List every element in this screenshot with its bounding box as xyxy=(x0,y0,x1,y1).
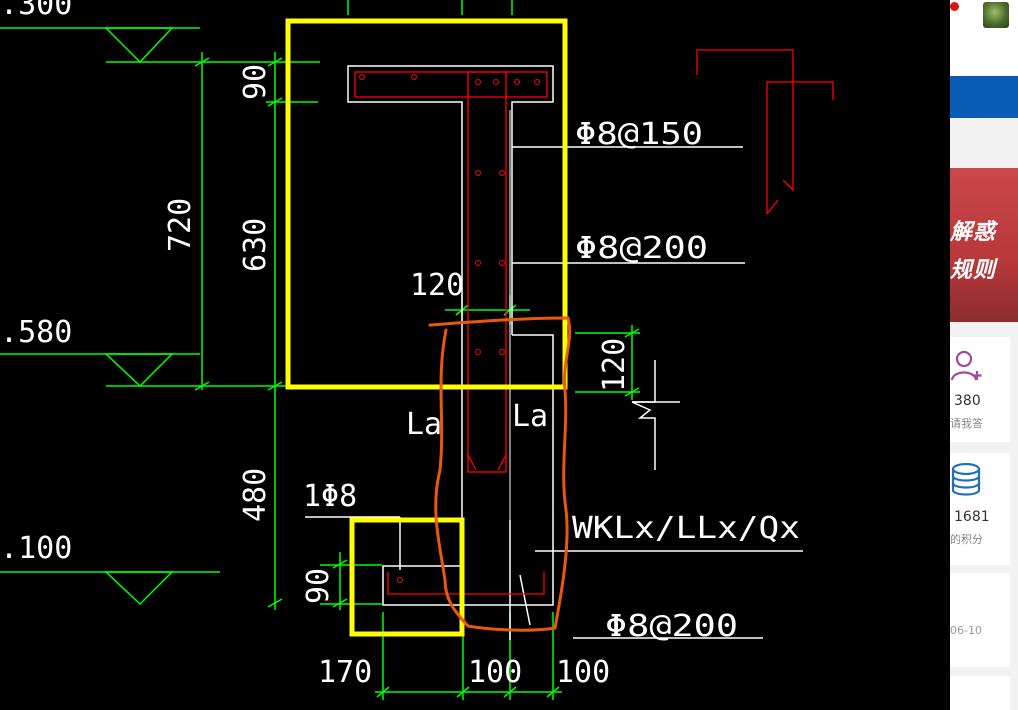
followers-label: 请我答 xyxy=(950,417,983,430)
anchor-left-label: La xyxy=(406,407,442,442)
section-outline xyxy=(305,65,803,640)
rebar-mid-label: Φ8@200 xyxy=(575,231,708,266)
elevation-top: 6.300 xyxy=(0,0,72,22)
banner-line-2: 规则 xyxy=(950,258,997,283)
anchor-right-label: La xyxy=(512,399,548,434)
followers-count: 380 xyxy=(954,393,981,409)
dim-lower-height: 480 xyxy=(238,468,273,522)
user-avatar[interactable] xyxy=(983,2,1009,28)
right-sidebar: 解惑 规则 380 请我答 1681 的积分 06-10 xyxy=(950,0,1018,710)
rebar-dots xyxy=(359,74,540,583)
dim-right-slab: 120 xyxy=(597,338,632,392)
dim-total-height: 720 xyxy=(163,198,198,252)
promo-banner[interactable]: 解惑 规则 xyxy=(950,168,1018,322)
beam-tag-label: WKLx/LLx/Qx xyxy=(572,511,800,546)
points-label: 的积分 xyxy=(950,533,983,546)
single-bar-label: 1Φ8 xyxy=(303,479,357,514)
markup-outline xyxy=(428,316,572,632)
dim-web-width: 120 xyxy=(410,268,464,303)
rebar xyxy=(354,49,834,595)
coin-stack-icon xyxy=(951,463,981,496)
sidebar-top xyxy=(950,0,1018,76)
rebar-top-label: Φ8@150 xyxy=(575,117,703,152)
dim-bottom-slab: 90 xyxy=(301,568,336,604)
points-count: 1681 xyxy=(954,509,990,525)
dim-bottom-right: 100 xyxy=(556,655,610,690)
dimension-lines xyxy=(0,0,640,700)
followers-card[interactable]: 380 请我答 xyxy=(950,337,1010,442)
sidebar-blue-bar xyxy=(950,76,1018,118)
date-card[interactable]: 06-10 xyxy=(950,573,1010,667)
add-user-icon xyxy=(950,350,982,381)
banner-line-1: 解惑 xyxy=(950,220,997,245)
dim-web-height: 630 xyxy=(238,218,273,272)
notification-dot-icon[interactable] xyxy=(950,2,959,11)
cad-drawing: 6.300 2.580 2.100 Φ8@150 Φ8@200 Φ8@200 1… xyxy=(0,0,834,700)
elevation-bottom: 2.100 xyxy=(0,531,72,566)
highlight-box-top xyxy=(285,18,568,390)
elevation-mid: 2.580 xyxy=(0,315,72,350)
points-card[interactable]: 1681 的积分 xyxy=(950,453,1010,565)
dim-slab-top: 90 xyxy=(238,64,273,100)
highlight-box-bottom xyxy=(349,517,465,637)
post-date: 06-10 xyxy=(950,624,982,637)
bottom-card[interactable] xyxy=(950,676,1010,710)
rebar-bottom-label: Φ8@200 xyxy=(605,609,738,644)
dim-bottom-mid: 100 xyxy=(468,655,522,690)
dim-bottom-left: 170 xyxy=(318,655,372,690)
